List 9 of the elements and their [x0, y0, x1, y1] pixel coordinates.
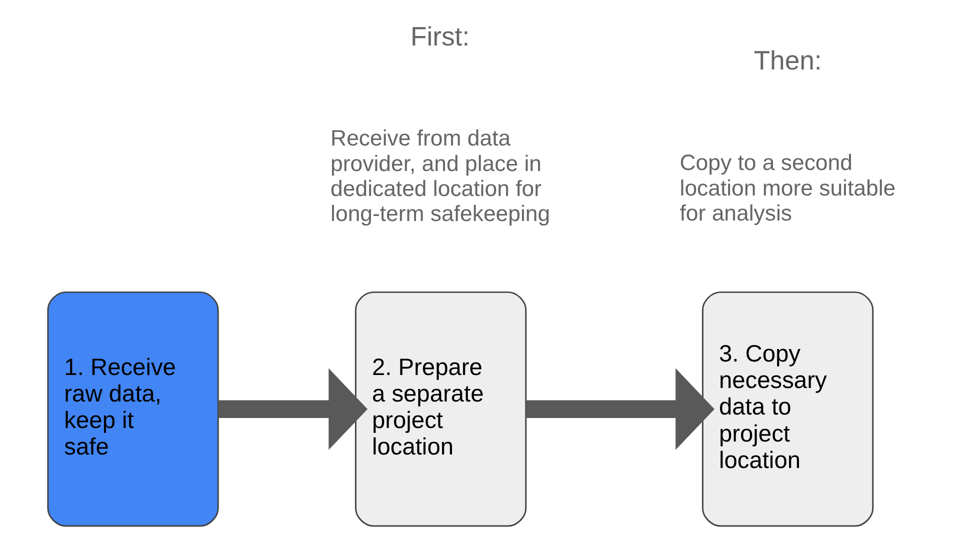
label: Copy to a second location more suitable for analysis — [680, 150, 896, 226]
label: First: — [410, 22, 470, 52]
node-box: 1. Receive raw data, keep it safe — [47, 291, 219, 527]
node-box: 3. Copy necessary data to project location — [702, 291, 874, 527]
label: Receive from data provider, and place in dedicated location for long-term safekeeping — [330, 126, 550, 226]
label: Then: — [754, 45, 822, 76]
arrow — [526, 368, 714, 450]
arrow — [218, 368, 368, 450]
node-box: 2. Prepare a separate project location — [354, 291, 527, 527]
